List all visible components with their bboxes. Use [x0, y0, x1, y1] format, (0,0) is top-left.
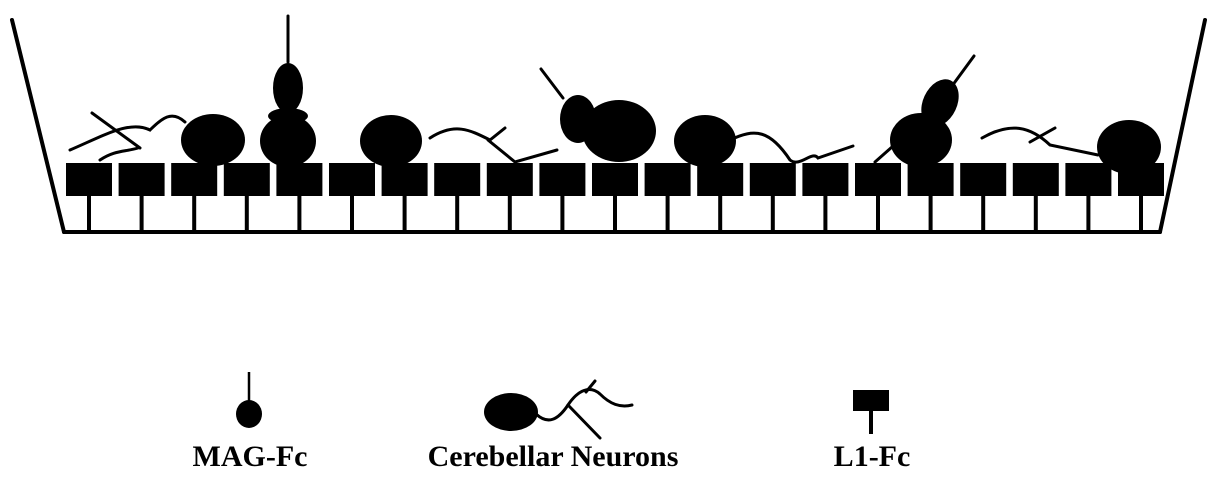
l1-fc-molecule-stem [455, 196, 459, 232]
mag-fc-bead [560, 95, 596, 143]
l1-fc-molecule-head [224, 163, 270, 196]
l1-fc-molecule-head [855, 163, 901, 196]
cerebellar-neuron-icon [484, 381, 632, 438]
l1-fc-molecule-head [1013, 163, 1059, 196]
l1-fc-molecule-head [434, 163, 480, 196]
neuron-body [181, 114, 245, 166]
l1-fc-molecule-stem [666, 196, 670, 232]
l1-fc-molecule-head [697, 163, 743, 196]
l1-fc-molecule-head [382, 163, 428, 196]
cerebellar-neurons-label: Cerebellar Neurons [428, 442, 679, 472]
mag-fc-bead [268, 108, 308, 124]
mag-fc-stalk [541, 69, 563, 98]
neuron-body [1097, 120, 1161, 174]
neuron-icon-body [484, 393, 538, 431]
neurite [488, 140, 557, 162]
l1-fc-icon [853, 390, 889, 434]
neurite [430, 128, 505, 140]
l1-fc-molecule-head [329, 163, 375, 196]
l1-fc-molecule-stem [771, 196, 775, 232]
l1-fc-molecule-head [119, 163, 165, 196]
l1-fc-molecule-head [1065, 163, 1111, 196]
l1-fc-molecule-stem [981, 196, 985, 232]
l1-fc-molecule-stem [560, 196, 564, 232]
mag-fc-label: MAG-Fc [193, 442, 308, 472]
l1-fc-molecule-stem [823, 196, 827, 232]
l1-fc-label: L1-Fc [834, 442, 911, 472]
neurite [70, 116, 185, 150]
l1-fc-molecule-stem [1034, 196, 1038, 232]
l1-fc-molecule-head [592, 163, 638, 196]
l1-fc-molecule-stem [350, 196, 354, 232]
well-left-wall [12, 20, 64, 232]
l1-fc-molecule-stem [1086, 196, 1090, 232]
l1-fc-molecule-stem [140, 196, 144, 232]
l1-fc-icon-head [853, 390, 889, 411]
l1-fc-substrate-layer [66, 163, 1164, 232]
l1-fc-molecule-head [960, 163, 1006, 196]
l1-fc-molecule-head [645, 163, 691, 196]
l1-fc-icon-stem [869, 410, 873, 434]
neurite [982, 128, 1098, 155]
l1-fc-molecule-stem [192, 196, 196, 232]
neuron-icon-process [536, 390, 632, 420]
neuron-body [360, 115, 422, 167]
neuron-body [674, 115, 736, 167]
mag-fc-icon-bead [236, 400, 262, 428]
l1-fc-molecule-head [539, 163, 585, 196]
l1-fc-molecule-stem [297, 196, 301, 232]
l1-fc-molecule-head [66, 163, 112, 196]
cell-bodies [181, 63, 1161, 174]
neurite [730, 133, 853, 162]
l1-fc-molecule-stem [508, 196, 512, 232]
l1-fc-molecule-stem [718, 196, 722, 232]
l1-fc-molecule-head [908, 163, 954, 196]
neurite [92, 113, 140, 148]
mag-fc-stalk [952, 56, 974, 86]
mag-fc-icon [236, 372, 262, 428]
l1-fc-molecule-stem [1139, 196, 1143, 232]
neurite [100, 148, 138, 160]
l1-fc-molecule-head [802, 163, 848, 196]
l1-fc-molecule-head [276, 163, 322, 196]
mag-fc-stalks [288, 16, 974, 98]
l1-fc-molecule-stem [613, 196, 617, 232]
l1-fc-molecule-stem [876, 196, 880, 232]
l1-fc-molecule-head [487, 163, 533, 196]
l1-fc-molecule-stem [403, 196, 407, 232]
neuron-icon-branch [568, 405, 600, 438]
l1-fc-molecule-stem [245, 196, 249, 232]
l1-fc-molecule-head [171, 163, 217, 196]
l1-fc-molecule-stem [87, 196, 91, 232]
l1-fc-molecule-stem [929, 196, 933, 232]
mag-fc-bead [273, 63, 303, 113]
l1-fc-molecule-head [750, 163, 796, 196]
well-right-wall [1160, 20, 1205, 232]
